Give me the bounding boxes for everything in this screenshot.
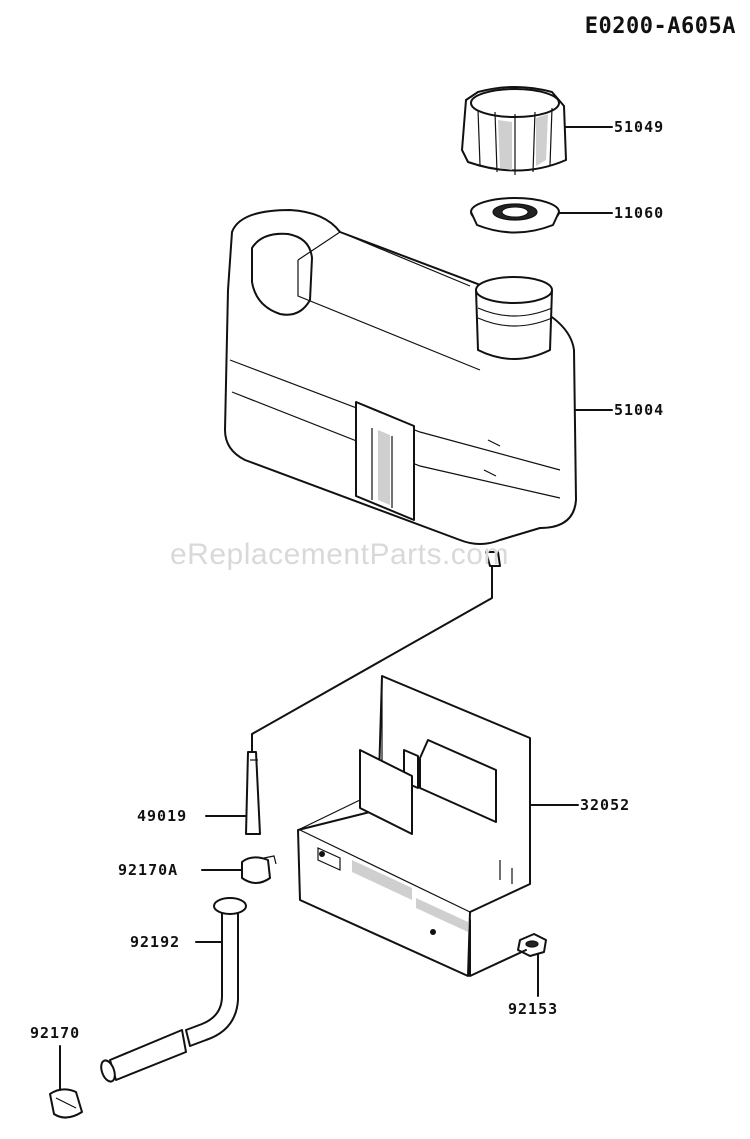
connection-line (251, 565, 493, 753)
bracket[interactable] (297, 675, 531, 977)
fuel-cap[interactable] (461, 86, 567, 175)
gasket[interactable] (470, 197, 560, 234)
part-label-92153[interactable]: 92153 (508, 1000, 559, 1018)
part-label-92170a[interactable]: 92170A (118, 861, 179, 879)
part-label-92192[interactable]: 92192 (130, 933, 181, 951)
part-label-32052[interactable]: 32052 (580, 796, 631, 814)
leader-line-bracket-bolt (469, 919, 527, 977)
fuel-hose[interactable] (99, 897, 247, 1083)
part-label-49019[interactable]: 49019 (137, 807, 188, 825)
part-label-51049[interactable]: 51049 (614, 118, 665, 136)
fuel-filter[interactable] (245, 751, 261, 835)
part-label-51004[interactable]: 51004 (614, 401, 665, 419)
fuel-tank[interactable] (224, 209, 577, 567)
clamp-a[interactable] (241, 855, 277, 884)
watermark: eReplacementParts.com (170, 538, 509, 571)
part-label-11060[interactable]: 11060 (614, 204, 665, 222)
part-label-92170[interactable]: 92170 (30, 1024, 81, 1042)
diagram-code: E0200-A605A (584, 14, 736, 39)
clamp[interactable] (49, 1088, 83, 1119)
